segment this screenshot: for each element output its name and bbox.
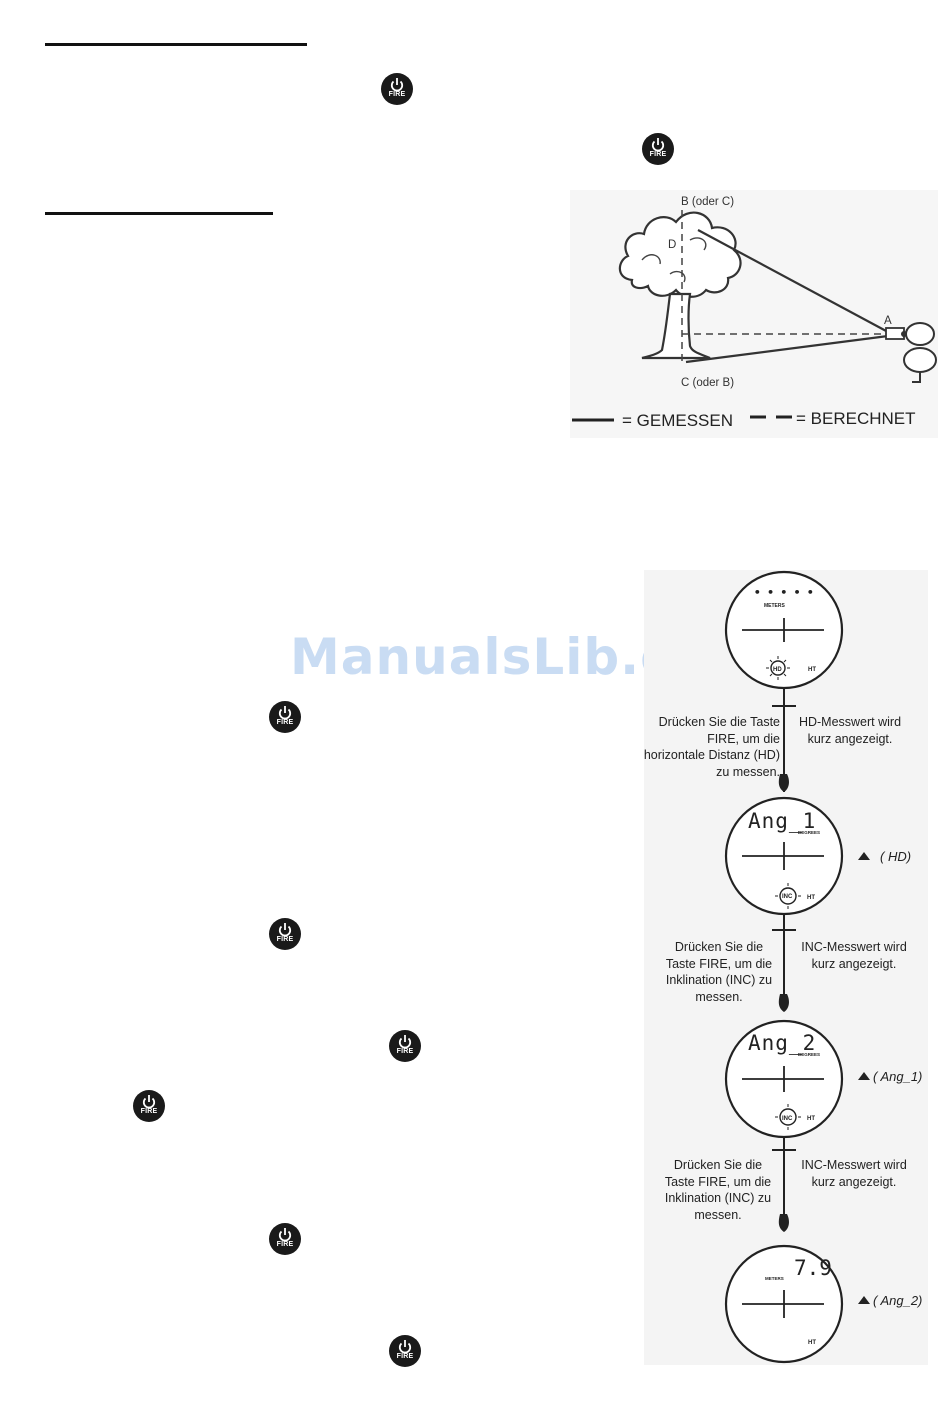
- display3-text: Ang_2: [748, 1031, 816, 1055]
- power-icon: [398, 1035, 412, 1049]
- arrow-label-ang1: ( Ang_1): [858, 1069, 922, 1084]
- fire-label: FIRE: [396, 1353, 414, 1360]
- display-1: [724, 570, 844, 690]
- power-icon: [398, 1340, 412, 1354]
- display1-dots: • • • • •: [754, 586, 814, 599]
- fire-button-icon: FIRE: [381, 73, 413, 105]
- arrow-label-ang2: ( Ang_2): [858, 1293, 922, 1308]
- power-icon: [651, 138, 665, 152]
- display4-unit: METERS: [765, 1276, 784, 1281]
- triangle-up-icon: [858, 1072, 870, 1080]
- finger-icon: [778, 774, 789, 792]
- label-b: B (oder C): [681, 196, 734, 208]
- sun-indicator-icon: [775, 883, 801, 909]
- power-icon: [390, 78, 404, 92]
- fire-button-icon: FIRE: [133, 1090, 165, 1122]
- sun-indicator-icon: [775, 1104, 801, 1130]
- sun-indicator-icon: [766, 656, 790, 680]
- display4-text: 7.9: [794, 1256, 832, 1280]
- display1-corner: HT: [808, 667, 816, 673]
- triangle-up-icon: [858, 852, 870, 860]
- display-2: [724, 796, 844, 916]
- step1-instruction: Drücken Sie die Taste FIRE, um die horiz…: [643, 715, 780, 779]
- step3-instruction: Drücken Sie die Taste FIRE, um die Inkli…: [664, 1158, 772, 1222]
- fire-button-icon: FIRE: [389, 1030, 421, 1062]
- display3-unit: DEGREES: [798, 1052, 820, 1057]
- fire-label: FIRE: [388, 91, 406, 98]
- display2-text: Ang_1: [748, 809, 816, 833]
- fire-button-icon: FIRE: [389, 1335, 421, 1367]
- fire-label: FIRE: [276, 1241, 294, 1248]
- power-icon: [142, 1095, 156, 1109]
- fire-label: FIRE: [276, 719, 294, 726]
- display-3: [724, 1019, 844, 1139]
- label-a: A: [884, 315, 892, 327]
- watermark: ManualsLib.de: [290, 628, 712, 686]
- display2-corner: HT: [807, 895, 815, 901]
- section-rule-2: [45, 212, 273, 215]
- flowchart-panel: [644, 570, 928, 1365]
- finger-icon: [778, 994, 789, 1012]
- display2-unit: DEGREES: [798, 830, 820, 835]
- display2-mode: INC: [782, 894, 793, 900]
- flowchart-graphics: • • • • • METERS HD HT Ang_1 DEGREES INC…: [724, 570, 844, 1364]
- step3-result: INC-Messwert wird kurz angezeigt.: [801, 1158, 907, 1189]
- fire-label: FIRE: [649, 151, 667, 158]
- display4-corner: HT: [808, 1340, 816, 1346]
- fire-label: FIRE: [140, 1108, 158, 1115]
- label-c: C (oder B): [681, 377, 734, 389]
- height-measurement-diagram: B (oder C) D A C (oder B) = GEMESSEN = B…: [570, 190, 938, 438]
- display3-mode: INC: [782, 1116, 793, 1122]
- triangle-up-icon: [858, 1296, 870, 1304]
- step2-instruction: Drücken Sie die Taste FIRE, um die Inkli…: [665, 940, 773, 1004]
- section-rule-1: [45, 43, 307, 46]
- power-icon: [278, 706, 292, 720]
- step2-result: INC-Messwert wird kurz angezeigt.: [801, 940, 907, 971]
- display1-unit: METERS: [764, 603, 786, 609]
- display3-corner: HT: [807, 1116, 815, 1122]
- power-icon: [278, 923, 292, 937]
- finger-icon: [778, 1214, 789, 1232]
- display-4: [724, 1244, 844, 1364]
- display1-mode: HD: [773, 667, 782, 673]
- fire-button-icon: FIRE: [269, 1223, 301, 1255]
- label-d: D: [668, 239, 676, 251]
- legend-calculated: = BERECHNET: [796, 409, 916, 428]
- fire-label: FIRE: [396, 1048, 414, 1055]
- power-icon: [278, 1228, 292, 1242]
- legend-measured: = GEMESSEN: [622, 411, 733, 430]
- fire-button-icon: FIRE: [642, 133, 674, 165]
- arrow-label-hd: ( HD): [858, 849, 911, 864]
- fire-button-icon: FIRE: [269, 701, 301, 733]
- fire-label: FIRE: [276, 936, 294, 943]
- step1-result: HD-Messwert wird kurz angezeigt.: [798, 715, 902, 746]
- observer-figure: [885, 322, 937, 383]
- fire-button-icon: FIRE: [269, 918, 301, 950]
